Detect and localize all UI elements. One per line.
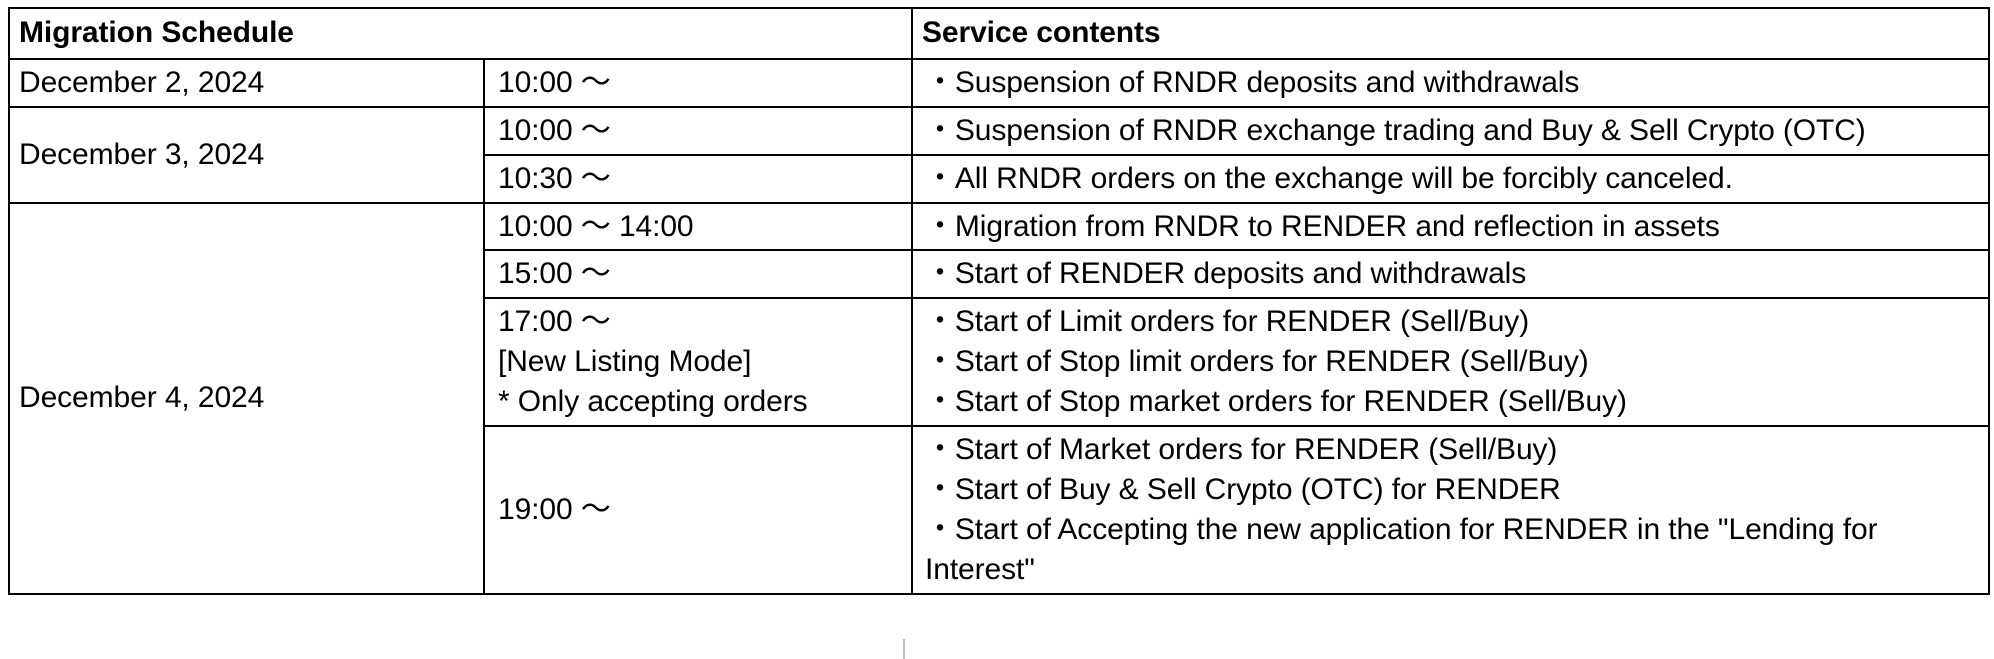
table-row: 10:30 〜 ・All RNDR orders on the exchange…: [9, 153, 1990, 204]
time-cell: 15:00 〜: [483, 249, 913, 300]
table-row: 15:00 〜 ・Start of RENDER deposits and wi…: [9, 249, 1990, 300]
time-note-line: * Only accepting orders: [498, 385, 808, 419]
stub-middle-rule: [903, 639, 905, 659]
time-line: 10:00 〜: [498, 65, 611, 99]
service-line: ・Start of RENDER deposits and withdrawal…: [925, 257, 1527, 291]
time-line: 10:00 〜: [498, 113, 611, 147]
time-note-line: [New Listing Mode]: [498, 345, 752, 379]
stub-left-rule: [8, 639, 10, 659]
time-cell: 10:30 〜: [483, 153, 913, 204]
service-label: ・Suspension of RNDR deposits and withdra…: [913, 60, 1988, 106]
service-cell: ・All RNDR orders on the exchange will be…: [911, 153, 1990, 204]
table-row: December 4, 2024 10:00 〜 14:00 ・Migratio…: [8, 201, 1990, 595]
time-label: 10:00 〜: [485, 60, 911, 106]
date-label: December 4, 2024: [19, 381, 265, 415]
service-line: ・Migration from RNDR to RENDER and refle…: [925, 209, 1720, 243]
stub-right-rule: [1986, 639, 1988, 659]
time-label: 10:00 〜: [485, 108, 911, 154]
header-migration-schedule: Migration Schedule: [8, 7, 913, 60]
table-body: Migration Schedule Service contents Dece…: [8, 7, 1990, 595]
service-line: ・Start of Buy & Sell Crypto (OTC) for RE…: [925, 472, 1561, 506]
time-label: 10:00 〜 14:00: [485, 204, 911, 250]
time-cell: 10:00 〜 14:00: [483, 201, 913, 252]
service-line: ・Start of Accepting the new application …: [925, 512, 1878, 586]
table-header-row: Migration Schedule Service contents: [8, 7, 1990, 60]
service-line: ・Start of Market orders for RENDER (Sell…: [925, 433, 1558, 467]
service-label: ・Start of Market orders for RENDER (Sell…: [913, 427, 1988, 593]
time-cell: 19:00 〜: [483, 425, 913, 595]
table-row: December 3, 2024 10:00 〜 ・Suspension of …: [8, 105, 1990, 204]
service-line: ・Suspension of RNDR deposits and withdra…: [925, 65, 1580, 99]
document-page: Migration Schedule Service contents Dece…: [0, 7, 1994, 659]
service-cell: ・Suspension of RNDR deposits and withdra…: [911, 57, 1990, 108]
service-cell: ・Suspension of RNDR exchange trading and…: [911, 105, 1990, 156]
service-cell: ・Start of Limit orders for RENDER (Sell/…: [911, 297, 1990, 428]
header-service-contents: Service contents: [911, 7, 1990, 60]
header-service-contents-label: Service contents: [922, 16, 1161, 49]
table-row: December 2, 2024 10:00 〜 ・Suspension of …: [8, 57, 1990, 108]
service-cell: ・Start of Market orders for RENDER (Sell…: [911, 425, 1990, 595]
service-label: ・Migration from RNDR to RENDER and refle…: [913, 204, 1988, 250]
time-label: 17:00 〜 [New Listing Mode] * Only accept…: [485, 299, 911, 425]
migration-schedule-table: Migration Schedule Service contents Dece…: [8, 7, 1990, 595]
service-label: ・Start of RENDER deposits and withdrawal…: [913, 251, 1988, 297]
service-label: ・All RNDR orders on the exchange will be…: [913, 156, 1988, 202]
time-label: 19:00 〜: [485, 487, 911, 533]
time-cell: 10:00 〜: [483, 105, 913, 156]
service-line: ・Start of Limit orders for RENDER (Sell/…: [925, 305, 1530, 339]
time-cell: 10:00 〜: [483, 57, 913, 108]
date-cell: December 4, 2024: [8, 201, 485, 595]
table-row: 17:00 〜 [New Listing Mode] * Only accept…: [9, 297, 1990, 428]
service-line: ・Start of Stop market orders for RENDER …: [925, 385, 1627, 419]
service-cell: ・Start of RENDER deposits and withdrawal…: [911, 249, 1990, 300]
service-cell: ・Migration from RNDR to RENDER and refle…: [911, 201, 1990, 252]
time-line: 19:00 〜: [498, 492, 611, 526]
time-cell: 17:00 〜 [New Listing Mode] * Only accept…: [483, 297, 913, 428]
time-line: 10:30 〜: [498, 161, 611, 195]
time-label: 15:00 〜: [485, 251, 911, 297]
table-row: 19:00 〜 ・Start of Market orders for REND…: [9, 425, 1990, 595]
time-line: 17:00 〜: [498, 305, 611, 339]
next-row-stub: [8, 637, 1988, 659]
time-label: 10:30 〜: [485, 156, 911, 202]
service-label: ・Suspension of RNDR exchange trading and…: [913, 108, 1988, 154]
date-cell: December 3, 2024: [8, 105, 485, 204]
service-line: ・Suspension of RNDR exchange trading and…: [925, 113, 1866, 147]
time-line: 15:00 〜: [498, 257, 611, 291]
service-line: ・Start of Stop limit orders for RENDER (…: [925, 345, 1589, 379]
header-migration-schedule-label: Migration Schedule: [19, 16, 294, 49]
date-label: December 2, 2024: [19, 65, 265, 99]
service-line: ・All RNDR orders on the exchange will be…: [925, 161, 1733, 195]
date-cell: December 2, 2024: [8, 57, 485, 108]
date-label: December 3, 2024: [19, 137, 265, 171]
time-line: 10:00 〜 14:00: [498, 209, 694, 243]
service-label: ・Start of Limit orders for RENDER (Sell/…: [913, 299, 1988, 425]
